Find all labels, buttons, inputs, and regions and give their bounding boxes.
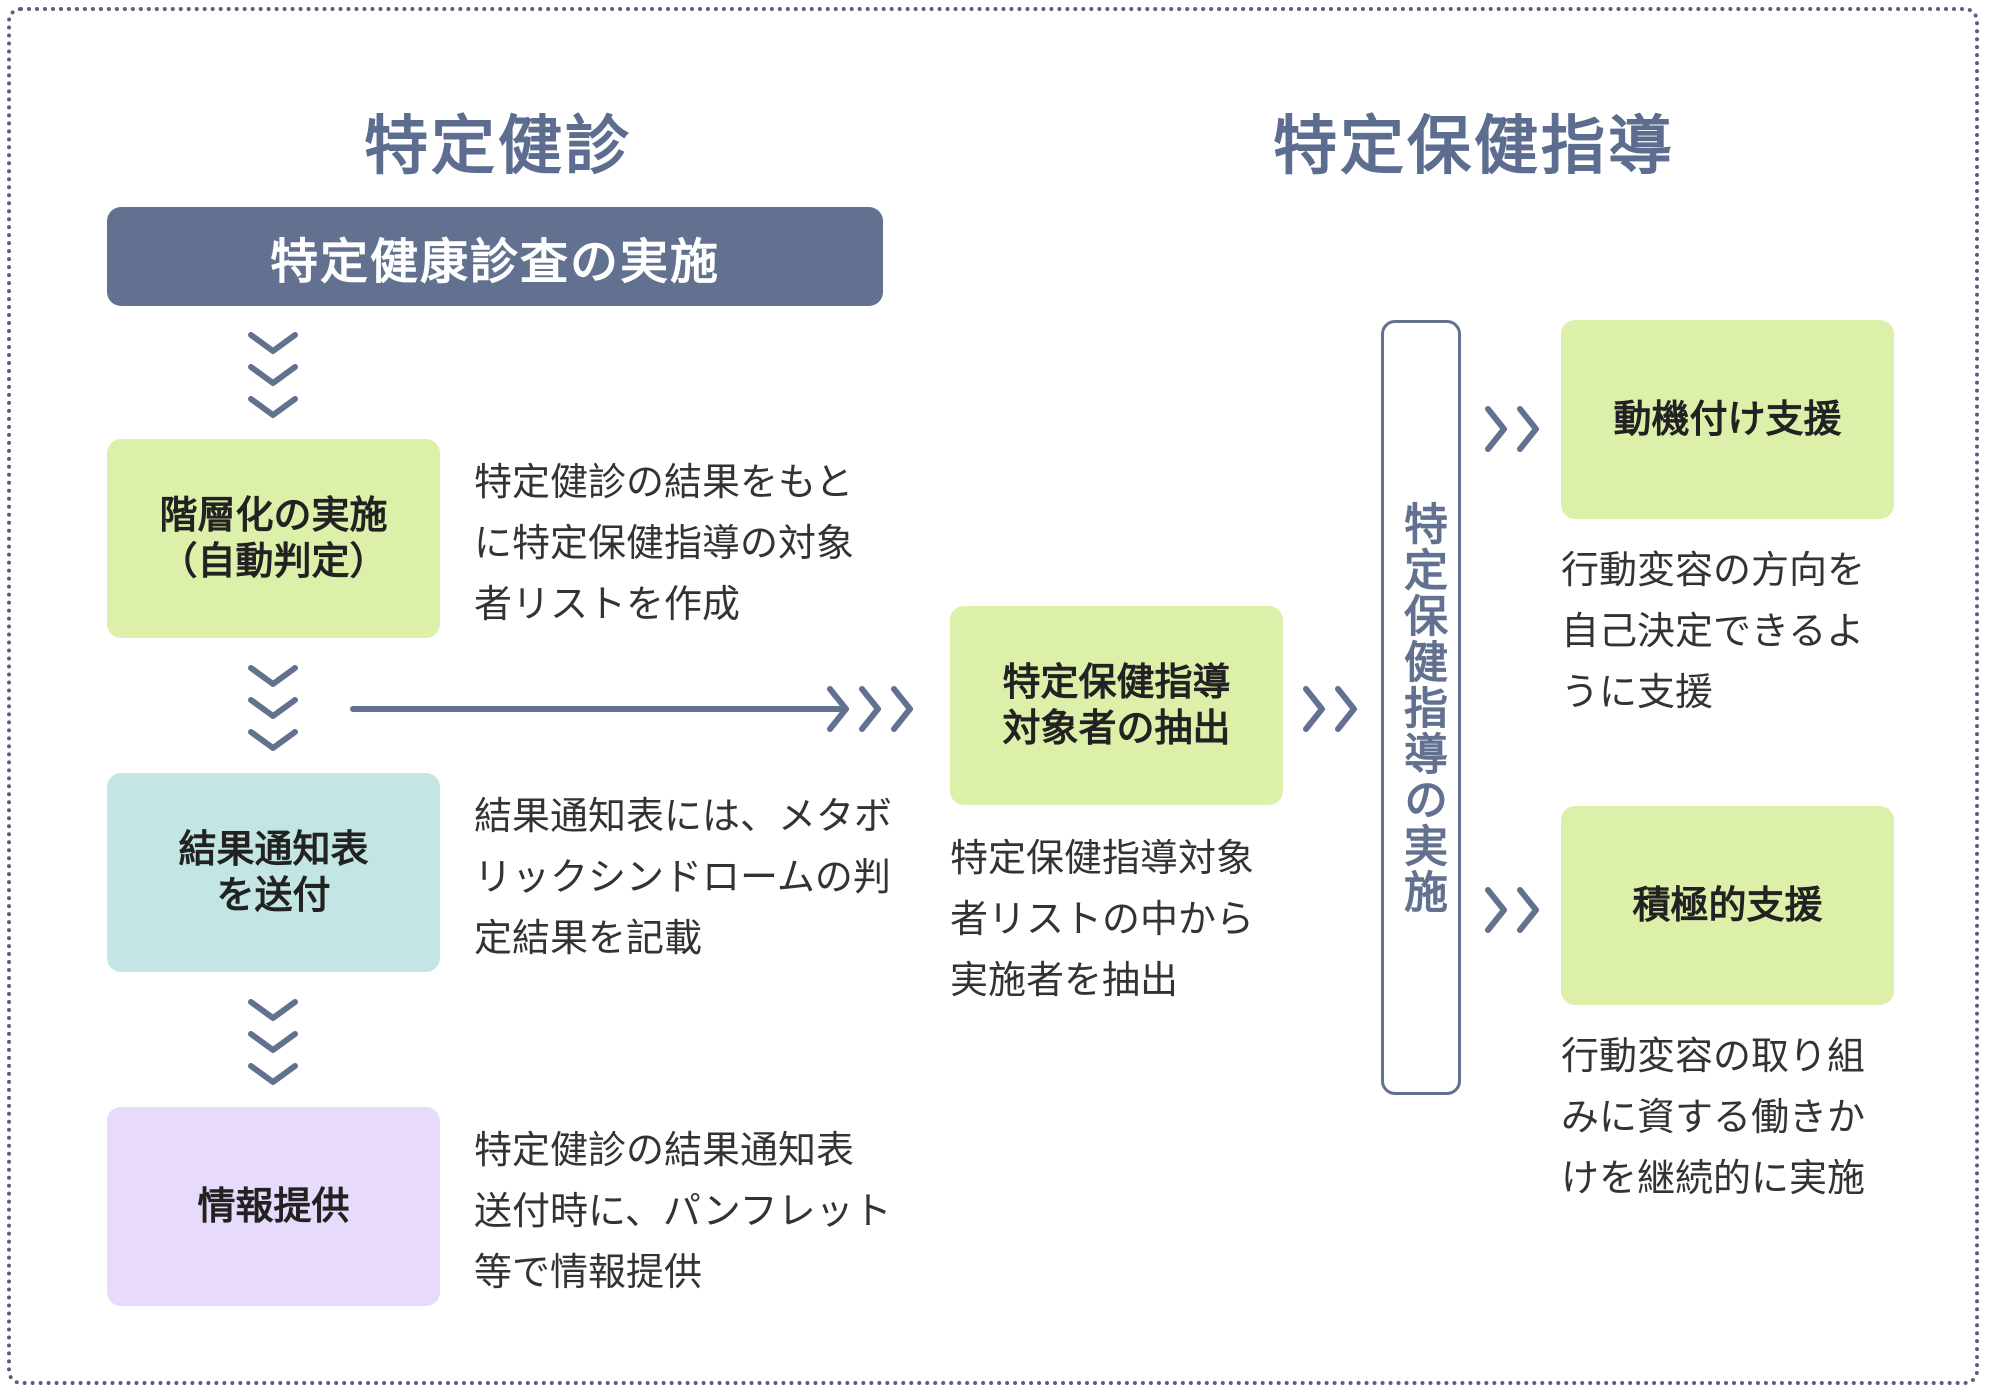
arrow-to-implementation bbox=[1303, 686, 1357, 732]
down-chevrons-1 bbox=[248, 332, 298, 418]
step-send-results-desc: 結果通知表には、メタボ リックシンドロームの判 定結果を記載 bbox=[474, 794, 893, 960]
heading-tokutei-hoken-shido: 特定保健指導 bbox=[1273, 110, 1675, 184]
extraction-desc: 特定保健指導対象 者リストの中から 実施者を抽出 bbox=[950, 836, 1255, 1002]
step-stratification-desc: 特定健診の結果をもと に特定保健指導の対象 者リストを作成 bbox=[474, 460, 855, 626]
arrow-to-motivation-support bbox=[1485, 406, 1539, 452]
active-support-desc: 行動変容の取り組 みに資する働きか けを継続的に実施 bbox=[1561, 1034, 1866, 1200]
down-chevrons-3 bbox=[248, 999, 298, 1085]
down-chevrons-2 bbox=[248, 665, 298, 751]
step-send-results-box: 結果通知表 を送付 bbox=[107, 773, 440, 972]
implementation-label: 特定保健指導の実施 bbox=[1396, 500, 1447, 915]
motivation-support-box: 動機付け支援 bbox=[1561, 320, 1894, 519]
motivation-support-desc: 行動変容の方向を 自己決定できるよ うに支援 bbox=[1561, 548, 1866, 714]
dotted-frame bbox=[7, 7, 1979, 1385]
extraction-box: 特定保健指導 対象者の抽出 bbox=[950, 606, 1283, 805]
arrow-to-active-support bbox=[1485, 887, 1539, 933]
step-info-provision-box: 情報提供 bbox=[107, 1107, 440, 1306]
arrow-to-extraction bbox=[350, 686, 913, 732]
heading-tokutei-kenshin: 特定健診 bbox=[364, 110, 632, 184]
banner-kenshin-implementation: 特定健康診査の実施 bbox=[107, 207, 883, 306]
step-stratification-box: 階層化の実施 （自動判定） bbox=[107, 439, 440, 638]
step-info-provision-desc: 特定健診の結果通知表 送付時に、パンフレット 等で情報提供 bbox=[474, 1128, 892, 1294]
active-support-box: 積極的支援 bbox=[1561, 806, 1894, 1005]
implementation-box: 特定保健指導の実施 bbox=[1381, 320, 1461, 1095]
